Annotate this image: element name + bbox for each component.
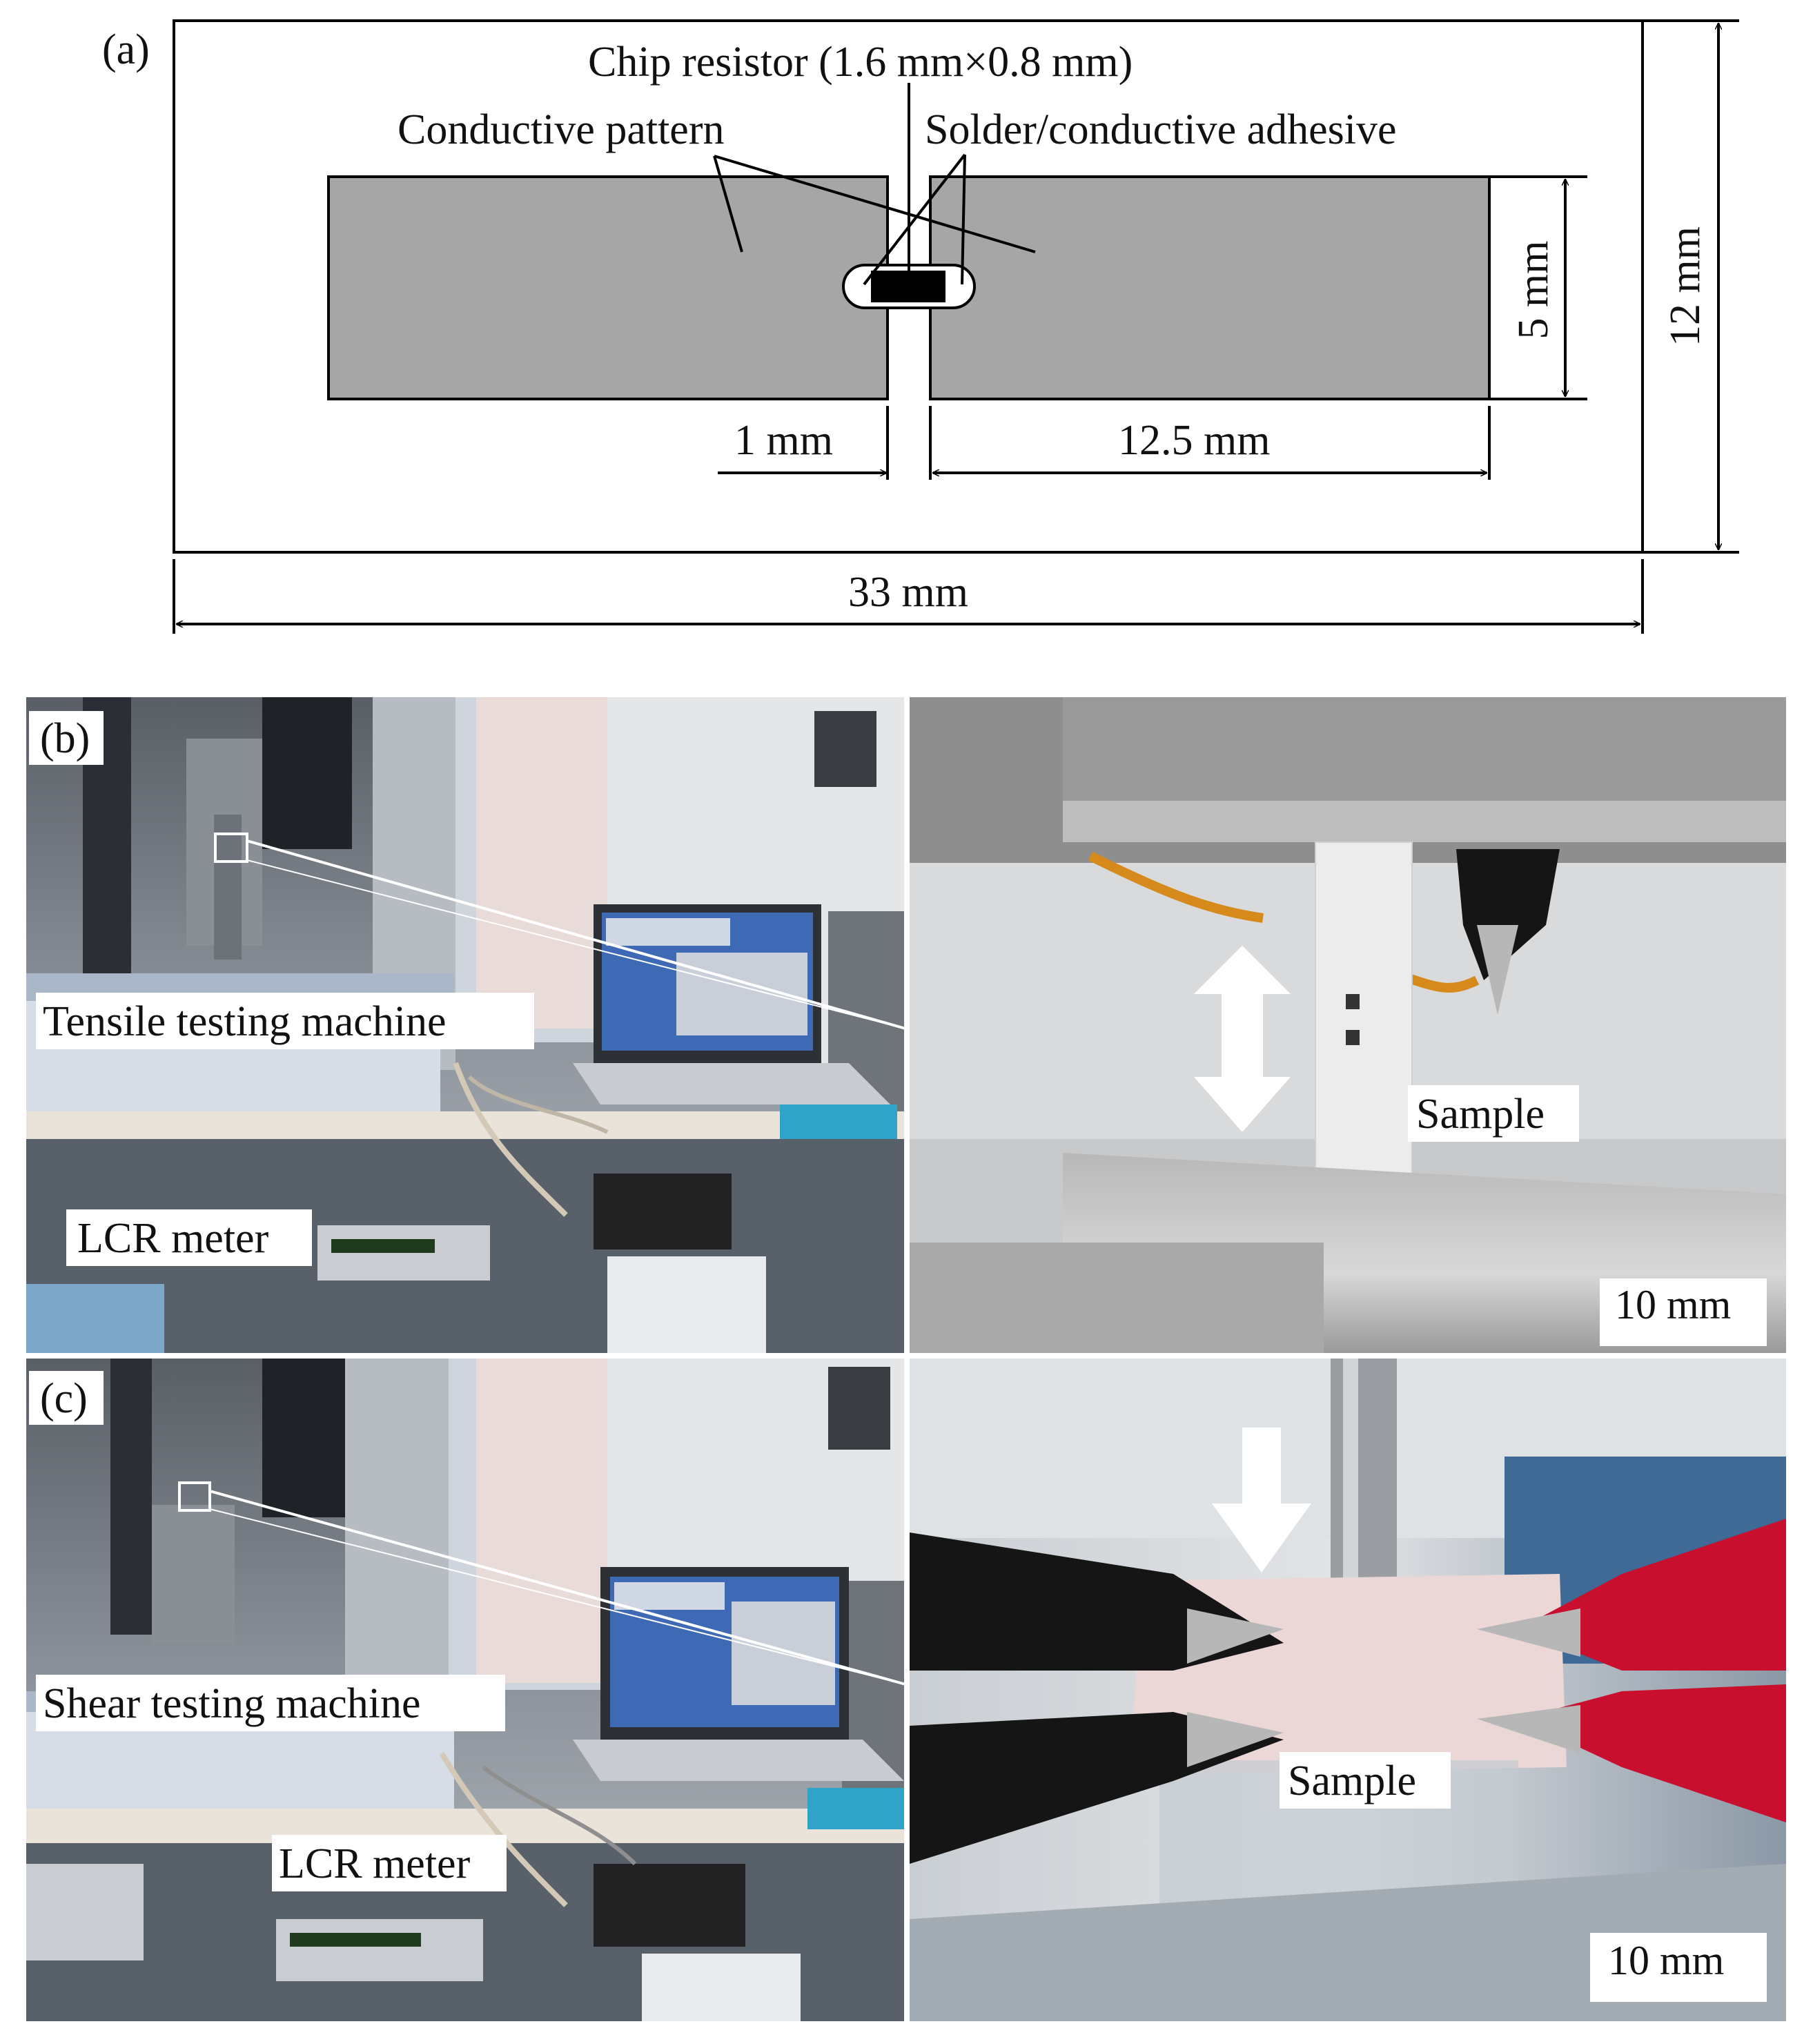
pattern-leader-right xyxy=(714,155,1036,253)
gap-dimension-label: 1 mm xyxy=(734,417,833,464)
zoom-line-b-top xyxy=(246,839,906,1030)
pad-width-dimension-label: 5 mm xyxy=(1510,241,1557,340)
sample-label-c: Sample xyxy=(1288,1758,1416,1804)
panel-b-photo-closeup xyxy=(910,697,1786,1353)
panel-a-schematic: (a) Chip resistor (1.6 mm×0.8 mm) Conduc… xyxy=(102,19,1739,634)
shear-machine-label: Shear testing machine xyxy=(43,1680,421,1727)
sample-label-b: Sample xyxy=(1416,1091,1545,1138)
solder-leader-right xyxy=(961,154,966,285)
lcr-meter-label-c: LCR meter xyxy=(279,1840,471,1887)
solder-adhesive-label: Solder/conductive adhesive xyxy=(925,106,1397,153)
scale-bar-label-c: 10 mm xyxy=(1608,1938,1724,1983)
panel-b-label: (b) xyxy=(40,715,90,762)
left-conductive-pad xyxy=(327,175,889,400)
panel-c-label-group: (c) Shear testing machine LCR meter Samp… xyxy=(29,1371,1767,2002)
sample-strip-b xyxy=(1315,841,1413,1195)
panel-c-photo-closeup xyxy=(910,1359,1786,2021)
board-height-dimension-label: 12 mm xyxy=(1662,226,1709,347)
panel-c-label: (c) xyxy=(40,1375,88,1422)
tensile-machine-label: Tensile testing machine xyxy=(43,998,447,1045)
scale-bar-b xyxy=(1634,1328,1736,1334)
scale-bar-c xyxy=(1608,1984,1750,1989)
pad-length-dimension-label: 12.5 mm xyxy=(1118,417,1270,464)
solder-leader-left xyxy=(863,153,966,286)
zoom-box-c xyxy=(178,1481,211,1512)
pattern-leader-left xyxy=(713,155,743,253)
conductive-pattern-label: Conductive pattern xyxy=(398,106,724,153)
board-width-dimension-label: 33 mm xyxy=(848,569,968,616)
lcr-meter-label-b: LCR meter xyxy=(77,1215,269,1262)
down-arrow-shear xyxy=(1212,1428,1311,1573)
scale-bar-label-b: 10 mm xyxy=(1615,1282,1731,1327)
zoom-line-b-bottom xyxy=(246,859,906,1029)
double-arrow-tensile xyxy=(1194,946,1291,1132)
right-conductive-pad xyxy=(929,175,1491,400)
chip-resistor-label: Chip resistor (1.6 mm×0.8 mm) xyxy=(588,39,1133,86)
substrate-outline xyxy=(173,19,1644,554)
zoom-line-c-bottom xyxy=(209,1508,906,1685)
panel-b-label-group: (b) Tensile testing machine LCR meter Sa… xyxy=(29,711,1767,1346)
zoom-box-b xyxy=(214,833,248,863)
zoom-line-c-top xyxy=(209,1490,906,1686)
chip-resistor xyxy=(871,271,945,302)
panel-a-label: (a) xyxy=(102,26,150,73)
